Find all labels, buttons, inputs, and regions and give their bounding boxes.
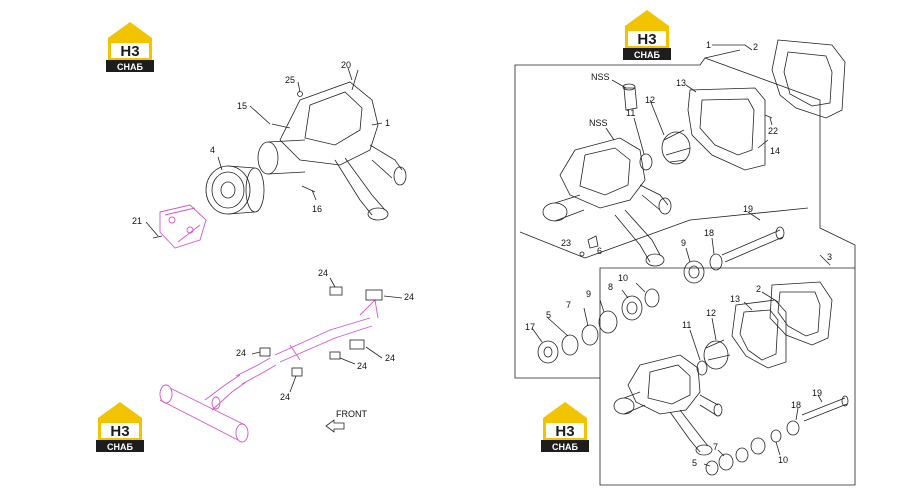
front-arrow-icon [325,419,345,433]
callout-r7: 7 [566,300,571,310]
logo-caption: СНАБ [552,442,578,452]
callout-nss-2: NSS [589,118,608,128]
callout-24b: 24 [404,292,414,302]
callout-r5b: 5 [692,458,697,468]
callout-25: 25 [285,75,295,85]
callout-r18: 18 [704,228,714,238]
main-assembly-frame [514,57,856,379]
gasket-top [771,39,846,119]
pump-housing-right [559,137,646,209]
logo-caption: СНАБ [634,50,660,60]
logo-top-left: H3 СНАБ [106,22,154,72]
callout-r18b: 18 [791,400,801,410]
callout-r11b: 11 [682,320,691,330]
back-plate-bottom [731,299,787,369]
callout-20: 20 [341,60,351,70]
callout-r8: 8 [608,282,613,292]
callout-24c: 24 [385,353,395,363]
impeller-bottom [703,340,729,370]
callout-r14: 14 [770,146,780,156]
callout-24f: 24 [280,392,290,402]
callout-r12b: 12 [706,308,716,318]
callout-r9: 9 [681,238,686,248]
logo-top-right: H3 СНАБ [623,10,671,60]
logo-mark: H3 [637,31,656,48]
callout-r13b: 13 [730,294,740,304]
impeller-top [661,131,691,165]
logo-bottom-left: H3 СНАБ [96,402,144,452]
callout-24d: 24 [357,361,367,371]
sub-assembly-frame [599,268,856,486]
logo-mark: H3 [110,423,129,440]
callout-r17: 17 [525,322,535,332]
callout-r19b: 19 [812,388,822,398]
logo-caption: СНАБ [107,442,133,452]
logo-caption: СНАБ [117,62,143,72]
callout-r11: 11 [626,108,635,118]
callout-r13: 13 [676,78,686,88]
callout-r2b: 2 [756,284,761,294]
callout-r12: 12 [645,95,655,105]
callout-24e: 24 [236,348,246,358]
callout-r10b: 10 [778,455,788,465]
callout-r19: 19 [743,204,753,214]
callout-nss-1: NSS [591,72,610,82]
callout-15: 15 [237,101,247,111]
callout-16: 16 [312,204,322,214]
callout-r5: 5 [546,310,551,320]
callout-r2: 2 [753,42,758,52]
callout-r10: 10 [618,273,628,283]
logo-bottom-right: H3 СНАБ [541,402,589,452]
callout-r6: 6 [597,246,602,256]
callout-r3: 3 [827,252,832,262]
logo-mark: H3 [120,43,139,60]
callout-24a: 24 [318,268,328,278]
callout-4: 4 [210,145,215,155]
callout-21: 21 [132,216,142,226]
gasket-bottom [769,281,833,346]
logo-mark: H3 [555,423,574,440]
callout-r22: 22 [768,126,778,136]
callout-1: 1 [385,118,390,128]
left-pipe-assembly [159,277,403,443]
callout-r9b: 9 [586,289,591,299]
callout-r1: 1 [706,40,711,50]
callout-r23: 23 [561,238,571,248]
callout-r7b: 7 [713,442,718,452]
left-pump-assembly [145,67,407,249]
front-label: FRONT [336,409,367,419]
pump-housing-bottom [627,354,701,415]
back-plate-top [687,87,766,171]
